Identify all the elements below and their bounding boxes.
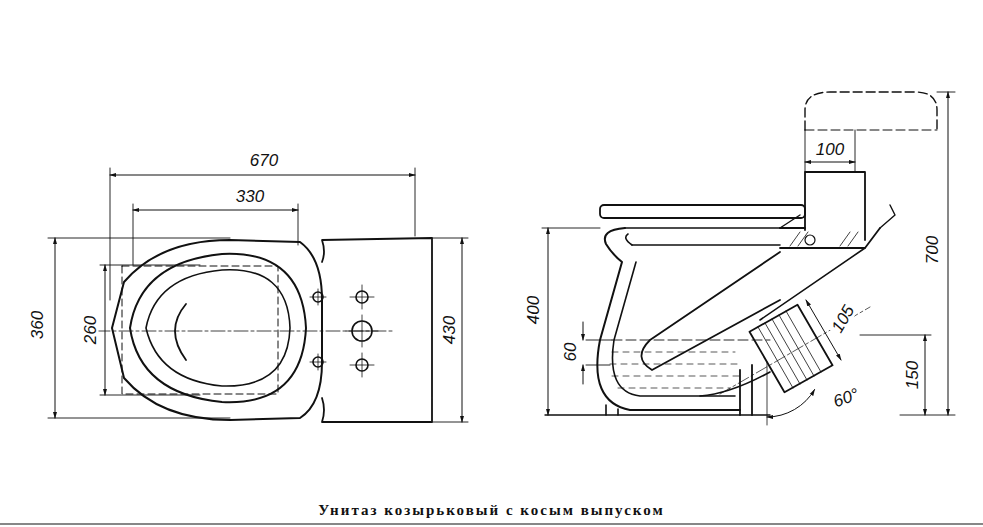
side-view (542, 92, 955, 425)
plan-view (48, 168, 468, 422)
dimension-label: 100 (814, 141, 846, 158)
dimension-label: 60° (829, 385, 863, 411)
dimension-label: 400 (525, 294, 542, 326)
bottom-rule (0, 523, 983, 524)
dimension-label: 330 (234, 188, 266, 205)
dimension-label: 60 (562, 341, 579, 364)
dimension-label: 700 (924, 234, 941, 266)
figure-caption: Унитаз козырьковый с косым выпуском (0, 503, 983, 518)
dimension-label: 430 (441, 314, 458, 346)
dimension-label: 150 (904, 359, 921, 391)
dimension-label: 360 (29, 309, 46, 341)
dimension-label: 670 (248, 152, 280, 169)
dimension-label: 260 (82, 314, 99, 346)
dimension-label: 105 (828, 301, 859, 338)
